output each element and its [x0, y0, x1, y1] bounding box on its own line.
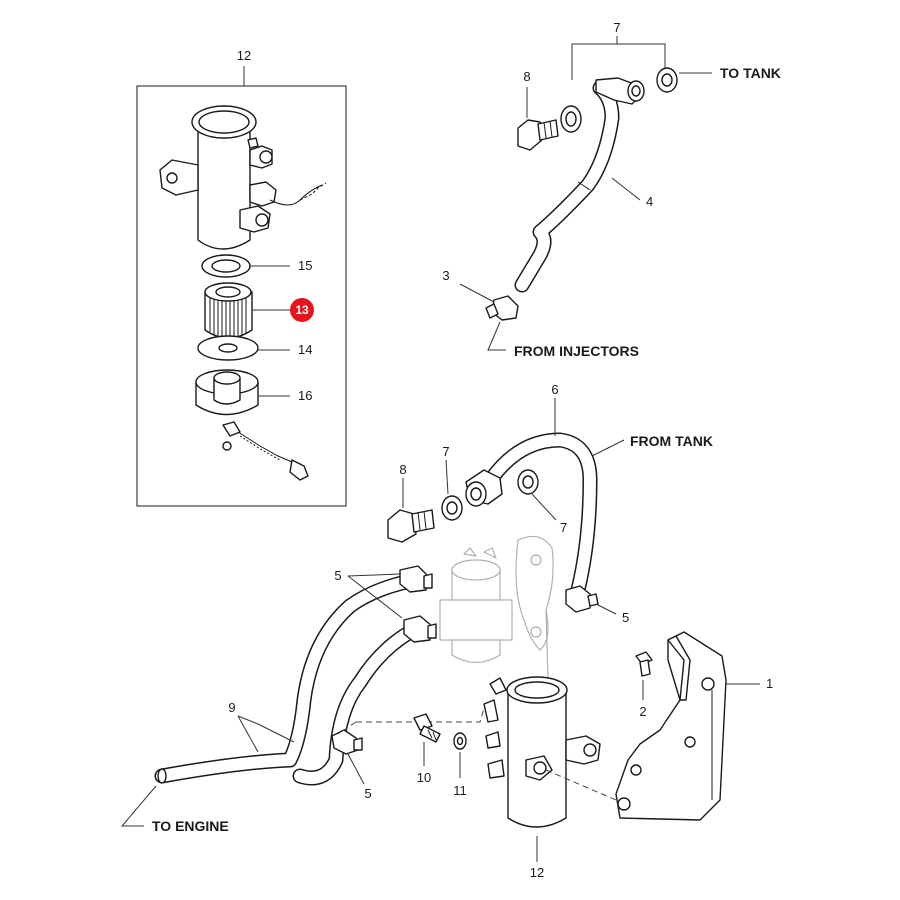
red-circle-badge-icon [290, 298, 314, 322]
bottom-filter-assembly: 12 10 11 1 [337, 631, 773, 880]
part-2-bolt: 2 [635, 651, 653, 719]
label-from-tank: FROM TANK [630, 433, 713, 449]
callout-5-bottom: 5 [364, 786, 371, 801]
filter-inset: 12 15 [136, 48, 347, 507]
part-9-hoses: 9 TO ENGINE [120, 574, 418, 834]
return-line-group: 7 TO TANK 8 4 3 [442, 20, 781, 359]
callout-5-right: 5 [622, 610, 629, 625]
ghost-pump [439, 535, 554, 681]
callout-7-right: 7 [560, 520, 567, 535]
part-8-banjo-bolt: 8 [517, 69, 559, 151]
callout-7-top: 7 [613, 20, 620, 35]
part-1-bracket[interactable]: 1 [615, 631, 773, 821]
part-3-clamp: 3 [442, 268, 519, 321]
part-5-clamp [565, 585, 591, 613]
inset-frame [136, 85, 347, 507]
callout-5-left: 5 [334, 568, 341, 583]
callout-9: 9 [228, 700, 235, 715]
part-15-gasket: 15 [201, 254, 312, 278]
part-14-seal: 14 [197, 335, 312, 361]
callout-12-bottom: 12 [530, 865, 544, 880]
callout-4: 4 [646, 194, 653, 209]
label-to-tank: TO TANK [720, 65, 781, 81]
callout-8-top: 8 [523, 69, 530, 84]
part-13-filter-element [204, 282, 291, 339]
callout-7-mid: 7 [442, 444, 449, 459]
callout-16: 16 [298, 388, 312, 403]
callout-14: 14 [298, 342, 312, 357]
callout-2: 2 [639, 704, 646, 719]
filter-housing [159, 105, 327, 250]
callout-10: 10 [417, 770, 431, 785]
callout-3: 3 [442, 268, 449, 283]
callout-6: 6 [551, 382, 558, 397]
callout-15: 15 [298, 258, 312, 273]
part-8-banjo-bolt: 8 [387, 462, 435, 543]
part-16-bowl: 16 [195, 369, 312, 416]
part-10-screw: 10 [413, 713, 441, 785]
label-to-engine: TO ENGINE [152, 818, 229, 834]
callout-12-inset: 12 [237, 48, 251, 63]
supply-line-group: 6 FROM TANK 7 7 8 5 [387, 382, 713, 625]
callout-8-mid: 8 [399, 462, 406, 477]
drain-sensor [222, 421, 309, 481]
callout-13-highlight[interactable]: 13 [290, 298, 314, 322]
part-5-clamps: 5 5 [331, 565, 437, 801]
callout-1: 1 [766, 676, 773, 691]
callout-11: 11 [453, 783, 467, 798]
callout-13: 13 [295, 303, 309, 317]
label-from-injectors: FROM INJECTORS [514, 343, 639, 359]
